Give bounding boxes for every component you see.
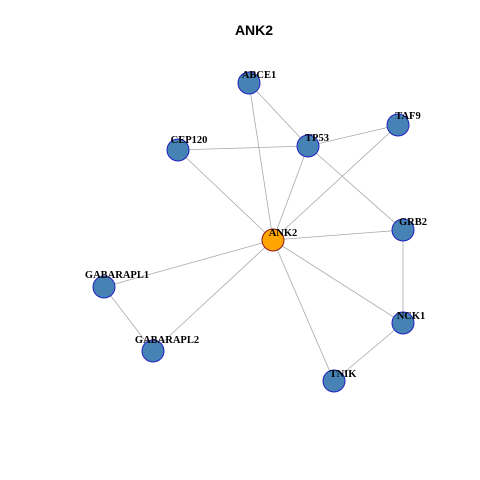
node-circle (391, 218, 415, 242)
node-label: TNIK (330, 369, 358, 380)
node-circle (141, 339, 165, 363)
edge-gabarapl1-gabarapl2 (103, 286, 154, 352)
edge-tp53-taf9 (307, 124, 399, 147)
node-grb2: GRB2 (391, 217, 427, 242)
node-tnik: TNIK (322, 369, 358, 393)
node-label: GABARAPL2 (135, 335, 199, 346)
edge-layer (103, 82, 404, 382)
node-label: GABARAPL1 (85, 270, 149, 281)
edge-ank2-cep120 (177, 149, 274, 241)
edge-tp53-grb2 (307, 145, 404, 231)
node-circle (92, 275, 116, 299)
node-circle (296, 134, 320, 158)
edge-cep120-tp53 (177, 145, 309, 151)
edge-ank2-nck1 (272, 239, 404, 324)
node-gabarapl1: GABARAPL1 (85, 270, 149, 299)
node-cep120: CEP120 (166, 135, 208, 162)
node-label: CEP120 (171, 135, 208, 146)
node-circle (391, 311, 415, 335)
edge-ank2-tnik (272, 239, 335, 382)
node-label: NCK1 (397, 311, 426, 322)
node-abce1: ABCE1 (237, 70, 276, 95)
edge-abce1-tp53 (248, 82, 309, 147)
edge-ank2-gabarapl2 (152, 239, 274, 352)
node-label: TP53 (305, 133, 329, 144)
edge-ank2-tp53 (272, 145, 309, 241)
edge-ank2-abce1 (248, 82, 274, 241)
node-label: GRB2 (399, 217, 427, 228)
node-nck1: NCK1 (391, 311, 426, 335)
node-circle (322, 369, 346, 393)
node-gabarapl2: GABARAPL2 (135, 335, 199, 363)
node-label: ANK2 (269, 228, 298, 239)
edge-nck1-tnik (333, 322, 404, 382)
node-circle (166, 138, 190, 162)
node-circle (261, 228, 285, 252)
edge-ank2-taf9 (272, 124, 399, 241)
node-taf9: TAF9 (386, 111, 421, 137)
diagram-title: ANK2 (235, 22, 273, 38)
edge-ank2-gabarapl1 (103, 239, 274, 288)
node-ank2: ANK2 (261, 228, 298, 252)
edge-ank2-grb2 (272, 229, 404, 241)
node-tp53: TP53 (296, 133, 329, 158)
node-circle (237, 71, 261, 95)
node-circle (386, 113, 410, 137)
node-label: TAF9 (395, 111, 420, 122)
node-label: ABCE1 (242, 70, 276, 81)
